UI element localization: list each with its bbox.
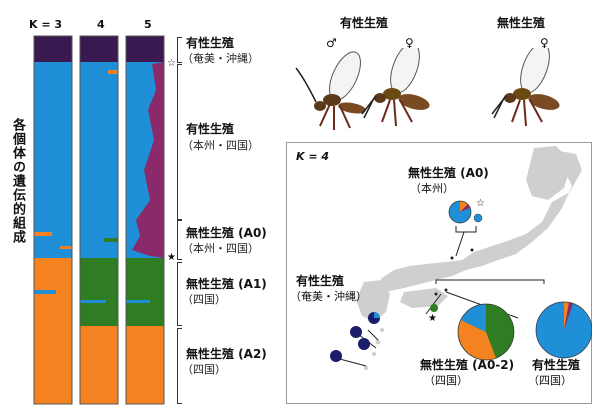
k4-green (80, 258, 118, 326)
map-a0-title: 無性生殖 (A0) (408, 166, 489, 180)
k3-purple (34, 36, 72, 62)
pie-okinawa-1 (368, 312, 380, 324)
map-okinawa-title: 有性生殖 (296, 274, 345, 288)
k5-green (126, 258, 164, 326)
k3-blue (34, 62, 72, 258)
tohoku-land (526, 146, 572, 200)
k4-frame (79, 35, 119, 405)
k5-column (125, 35, 165, 405)
k5-frame (125, 35, 165, 405)
map-a0-sub: （本州） (410, 182, 454, 195)
female-wasp-icon-sexual (361, 48, 430, 127)
open-star-marker: ☆ (167, 58, 176, 69)
wasp-illustrations (295, 48, 560, 130)
female-wasp-icon-asexual (491, 48, 560, 127)
group-4-sub: （四国） (182, 293, 226, 306)
map-shikoku-sex-title: 有性生殖 (532, 358, 581, 372)
filled-star-marker: ★ (167, 252, 176, 263)
female-symbol-sexual: ♀ (405, 36, 414, 50)
k4-fleck1 (108, 70, 118, 74)
japan-map (330, 146, 592, 370)
map-filled-star: ★ (428, 313, 437, 324)
map-okinawa-sub: （奄美・沖縄） (290, 290, 367, 303)
group-5-title: 無性生殖 (A2) (186, 347, 267, 361)
map-shikoku-sex-sub: （四国） (528, 374, 572, 387)
green-marker-dot (430, 304, 438, 312)
group-2-sub: （本州・四国） (182, 139, 259, 152)
k5-orange (126, 326, 164, 404)
k4-blue (80, 62, 118, 258)
k4-column (79, 35, 119, 405)
k3-column (33, 35, 73, 405)
wasp-sexual-label: 有性生殖 (340, 16, 389, 30)
k3-blue-fleck3 (60, 246, 72, 249)
k4-label: 4 (97, 18, 105, 31)
k3-blue-fleck2 (34, 290, 56, 294)
group-1-sub: （奄美・沖縄） (182, 52, 259, 65)
k5-fleck1 (126, 300, 150, 303)
bracket-group-3 (177, 220, 182, 260)
female-symbol-asexual: ♀ (540, 36, 549, 50)
group-3-title: 無性生殖 (A0) (186, 226, 267, 240)
group-3-sub: （本州・四国） (182, 242, 259, 255)
kyushu-land (356, 280, 390, 322)
k5-magenta-wedge (132, 62, 164, 258)
k3-blue-fleck1 (34, 232, 52, 236)
map-k-label: K = 4 (296, 150, 330, 163)
pie-okinawa-3 (358, 338, 370, 350)
pie-a0-small (473, 213, 483, 223)
structure-plot (33, 35, 165, 405)
group-1-title: 有性生殖 (186, 36, 235, 50)
map-a02-title: 無性生殖 (A0-2) (420, 358, 515, 372)
map-panel (286, 142, 592, 404)
k4-orange (80, 326, 118, 404)
male-symbol: ♂ (326, 36, 337, 50)
shikoku-land (400, 288, 448, 308)
pie-a0-honshu (448, 200, 472, 224)
k4-purple (80, 36, 118, 62)
k4-fleck2 (104, 238, 118, 242)
wasp-asexual-label: 無性生殖 (497, 16, 546, 30)
k5-label: 5 (144, 18, 152, 31)
bracket-group-1 (177, 37, 182, 63)
group-5-sub: （四国） (182, 363, 226, 376)
pie-okinawa-4 (330, 350, 342, 362)
group-4-title: 無性生殖 (A1) (186, 277, 267, 291)
male-wasp-icon (295, 51, 366, 130)
pie-sexual-shikoku (535, 301, 592, 359)
k4-fleck3 (80, 300, 106, 303)
y-axis-label: 各個体の遺伝的組成 (10, 118, 25, 244)
k3-frame (33, 35, 73, 405)
map-open-star: ☆ (476, 198, 485, 209)
k5-purple (126, 36, 164, 62)
map-a02-sub: （四国） (424, 374, 468, 387)
bracket-group-5 (177, 328, 182, 404)
pie-okinawa-2 (350, 326, 362, 338)
bracket-group-2 (177, 64, 182, 220)
pie-a0-2-shikoku (457, 303, 515, 361)
group-2-title: 有性生殖 (186, 122, 235, 136)
k3-orange (34, 258, 72, 404)
bracket-group-4 (177, 262, 182, 326)
k3-label: K = 3 (29, 18, 63, 31)
